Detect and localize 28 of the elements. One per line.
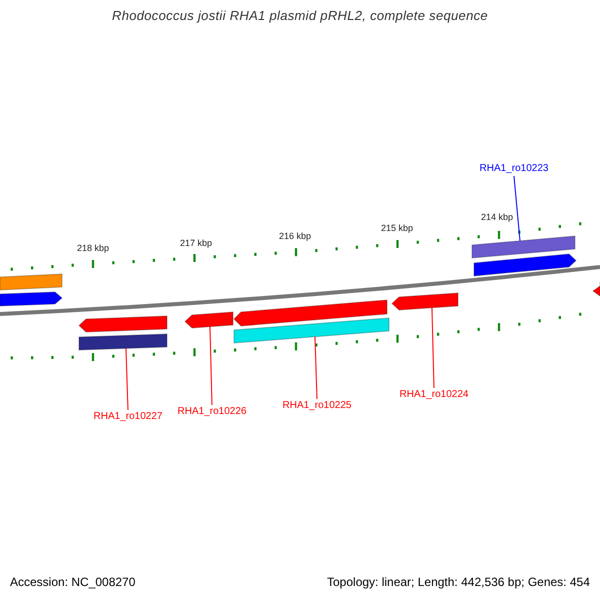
gene-label: RHA1_ro10223: [480, 163, 548, 175]
map-title: Rhodococcus jostii RHA1 plasmid pRHL2, complete sequence: [112, 10, 488, 22]
scale-label: 217 kbp: [180, 237, 212, 249]
gene-feature: [78, 315, 168, 332]
gene-label: RHA1_ro10226: [178, 406, 246, 418]
scale-label: 216 kbp: [279, 230, 312, 242]
gene-feature: [0, 273, 62, 291]
topology-text: Topology: linear; Length: 442,536 bp; Genes: 454: [327, 576, 590, 588]
gene-feature: [78, 333, 168, 351]
leader-line: [125, 348, 128, 410]
gene-feature: [234, 317, 390, 344]
leader-line: [209, 326, 212, 406]
gene-label: RHA1_ro10227: [94, 411, 162, 423]
leader-line: [513, 176, 520, 242]
gene-feature: [474, 253, 577, 277]
gene-label: RHA1_ro10224: [400, 389, 468, 401]
scale-label: 214 kbp: [481, 211, 514, 223]
gene-feature: [0, 292, 63, 307]
accession-text: Accession: NC_008270: [10, 576, 136, 588]
gene-feature: [592, 282, 600, 297]
scale-label: 215 kbp: [381, 222, 414, 234]
gene-feature: [184, 311, 234, 329]
gene-feature: [472, 235, 576, 259]
gene-feature: [391, 292, 458, 311]
gene-label: RHA1_ro10225: [282, 400, 352, 412]
leader-line: [314, 336, 318, 400]
leader-line: [431, 307, 434, 388]
scale-label: 218 kbp: [77, 242, 110, 254]
